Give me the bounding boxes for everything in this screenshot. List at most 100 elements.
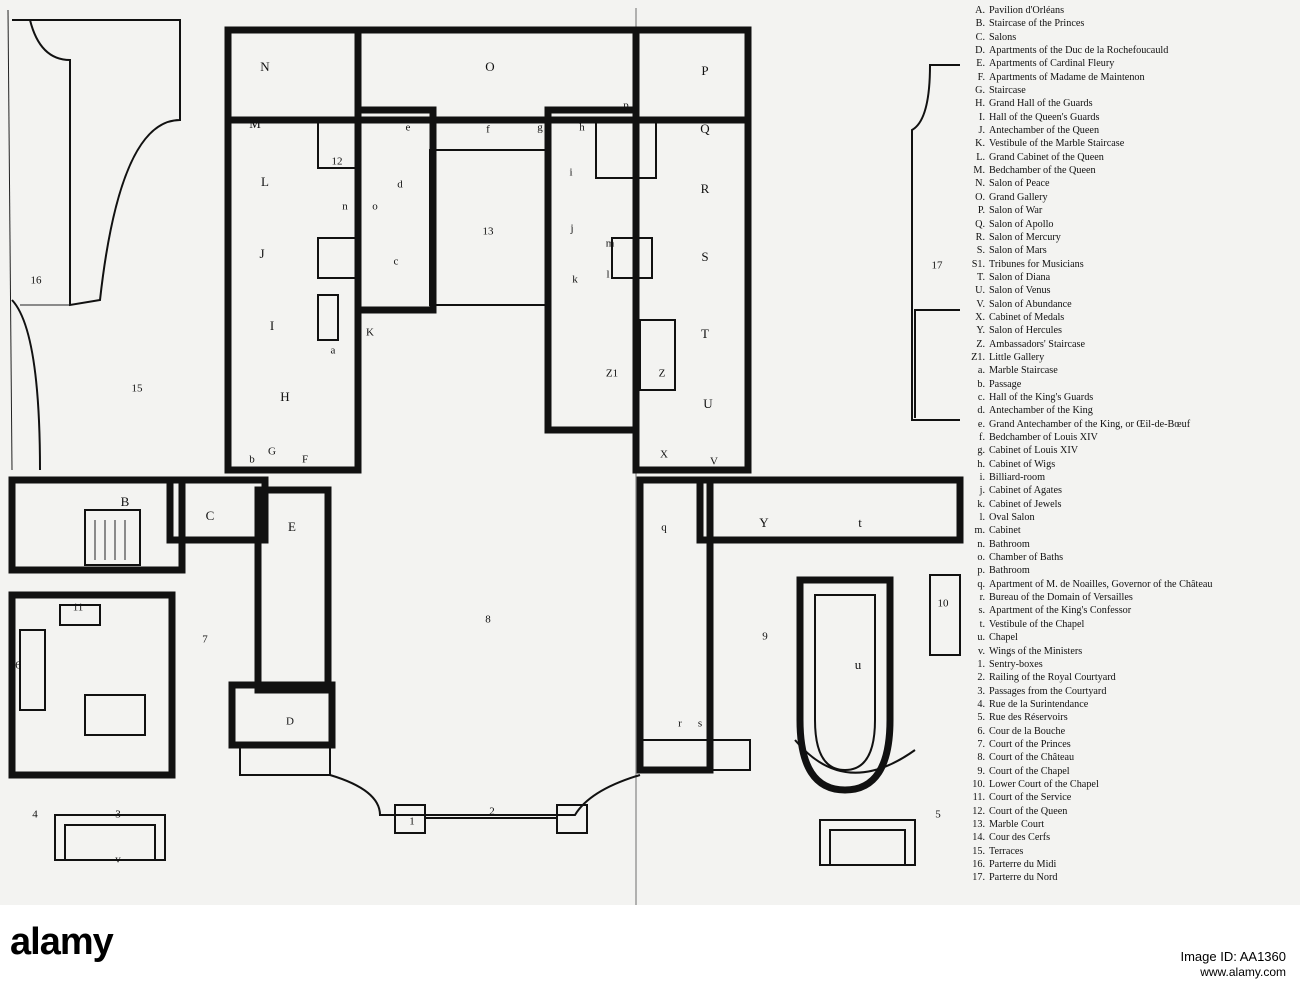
legend-item: f. Bedchamber of Louis XIV	[970, 431, 1295, 444]
legend-key: U.	[975, 285, 985, 297]
plan-label: j	[569, 223, 573, 235]
legend-text: Wings of the Ministers	[989, 645, 1083, 657]
plan-label: D	[286, 716, 294, 728]
legend-item: 3.Passages from the Courtyard	[970, 685, 1295, 698]
legend-text: Salon of Mars	[989, 245, 1047, 257]
legend-text: Cour de la Bouche	[989, 725, 1066, 737]
legend-text: Oval Salon	[989, 512, 1035, 524]
legend-item: C.Salons	[970, 31, 1295, 44]
legend-text: Cabinet of Louis XIV	[989, 445, 1079, 457]
legend-key: l.	[979, 512, 985, 524]
plan-label: 13	[483, 226, 495, 238]
legend-key: V.	[976, 298, 985, 310]
stock-site: www.alamy.com	[1200, 965, 1286, 979]
legend-key: K.	[975, 138, 985, 150]
plan-label: C	[206, 508, 215, 523]
legend-key: 15.	[972, 845, 985, 857]
legend-key: 12.	[972, 805, 985, 817]
legend-item: v. Wings of the Ministers	[970, 645, 1295, 658]
legend-key: v.	[978, 645, 985, 657]
legend-item: R.Salon of Mercury	[970, 231, 1295, 244]
plan-label: 16	[31, 275, 43, 287]
legend-text: Terraces	[989, 845, 1024, 857]
legend-key: J.	[978, 125, 985, 137]
legend-text: Apartment of M. de Noailles, Governor of…	[989, 578, 1213, 590]
legend-item: k.Cabinet of Jewels	[970, 498, 1295, 511]
legend-item: T.Salon of Diana	[970, 271, 1295, 284]
plan-label: R	[701, 181, 710, 196]
legend-item: 4. Rue de la Surintendance	[970, 698, 1295, 711]
legend-text: Court of the Princes	[989, 738, 1071, 750]
legend-text: Bathroom	[989, 538, 1030, 550]
legend-item: g.Cabinet of Louis XIV	[970, 444, 1295, 457]
legend-text: Cabinet of Medals	[989, 311, 1065, 323]
legend-key: 4.	[977, 698, 985, 710]
plan-label: n	[342, 201, 348, 213]
legend-item: j.Cabinet of Agates	[970, 484, 1295, 497]
plan-label: m	[606, 238, 615, 250]
legend-item: u.Chapel	[970, 631, 1295, 644]
plan-label: V	[710, 456, 718, 468]
plan-label: G	[268, 446, 276, 458]
legend-item: 7.Court of the Princes	[970, 738, 1295, 751]
legend-text: Rue de la Surintendance	[989, 698, 1089, 710]
legend-key: 14.	[972, 832, 985, 844]
legend-key: Q.	[975, 218, 985, 230]
legend-text: Marble Court	[989, 818, 1045, 830]
legend-key: 5.	[977, 712, 985, 724]
legend-text: Vestibule of the Chapel	[989, 618, 1085, 630]
plan-label: 6	[15, 660, 21, 672]
plan-label: 4	[32, 809, 38, 821]
legend-item: 12.Court of the Queen	[970, 805, 1295, 818]
legend-key: s.	[978, 605, 985, 617]
plan-label: s	[698, 718, 702, 730]
legend-key: c.	[977, 391, 985, 403]
legend-text: Bathroom	[989, 565, 1030, 577]
legend-text: Chamber of Baths	[989, 552, 1064, 564]
legend-text: Parterre du Midi	[989, 859, 1057, 870]
legend-key: q.	[977, 578, 985, 590]
legend-item: 2.Railing of the Royal Courtyard	[970, 671, 1295, 684]
plan-label: I	[270, 318, 274, 333]
plan-label: u	[855, 657, 862, 672]
plan-label: H	[280, 389, 289, 404]
legend-item: c.Hall of the King's Guards	[970, 391, 1295, 404]
legend-key: 13.	[972, 818, 985, 830]
legend-text: Cour des Cerfs	[989, 832, 1051, 844]
legend-key: i.	[979, 472, 985, 484]
image-id: Image ID: AA1360	[1180, 949, 1286, 964]
legend-text: Grand Antechamber of the King, or Œil-de…	[989, 418, 1191, 430]
plan-label: U	[703, 396, 713, 411]
legend-text: Apartments of the Duc de la Rochefoucaul…	[989, 45, 1169, 57]
legend-text: Bedchamber of Louis XIV	[989, 432, 1098, 443]
legend-text: Tribunes for Musicians	[989, 258, 1084, 270]
legend-text: Marble Staircase	[989, 365, 1058, 377]
plan-label: B	[121, 494, 130, 509]
legend-key: G.	[975, 85, 985, 97]
legend-item: Y.Salon of Hercules	[970, 324, 1295, 337]
legend-text: Pavilion d'Orléans	[989, 5, 1065, 16]
legend-item: m.Cabinet	[970, 524, 1295, 537]
legend-text: Cabinet of Jewels	[989, 498, 1062, 510]
parterre-outlines	[7, 9, 960, 471]
legend-key: P.	[977, 205, 985, 217]
legend-text: Antechamber of the Queen	[989, 125, 1100, 137]
plan-label: 11	[73, 602, 84, 614]
legend-text: Court of the Chapel	[989, 765, 1070, 777]
plan-labels: N O P M Q L R J S I T H U G F X V K C Z …	[15, 59, 949, 866]
plan-label: F	[302, 454, 308, 466]
plan-label: N	[260, 59, 270, 74]
plan-label: b	[249, 454, 255, 466]
plan-label: q	[661, 522, 667, 534]
legend-text: Apartments of Cardinal Fleury	[989, 58, 1115, 70]
plan-label: M	[249, 116, 261, 131]
legend-key: f.	[979, 432, 985, 443]
legend-item: 13. Marble Court	[970, 818, 1295, 831]
legend-key: C.	[975, 31, 985, 43]
legend-key: E.	[976, 58, 985, 70]
legend-item: t.Vestibule of the Chapel	[970, 618, 1295, 631]
legend-item: s.Apartment of the King's Confessor	[970, 604, 1295, 617]
legend-item: b.Passage	[970, 378, 1295, 391]
legend-text: Court of the Service	[989, 792, 1072, 804]
legend-item: 5.Rue des Réservoirs	[970, 711, 1295, 724]
